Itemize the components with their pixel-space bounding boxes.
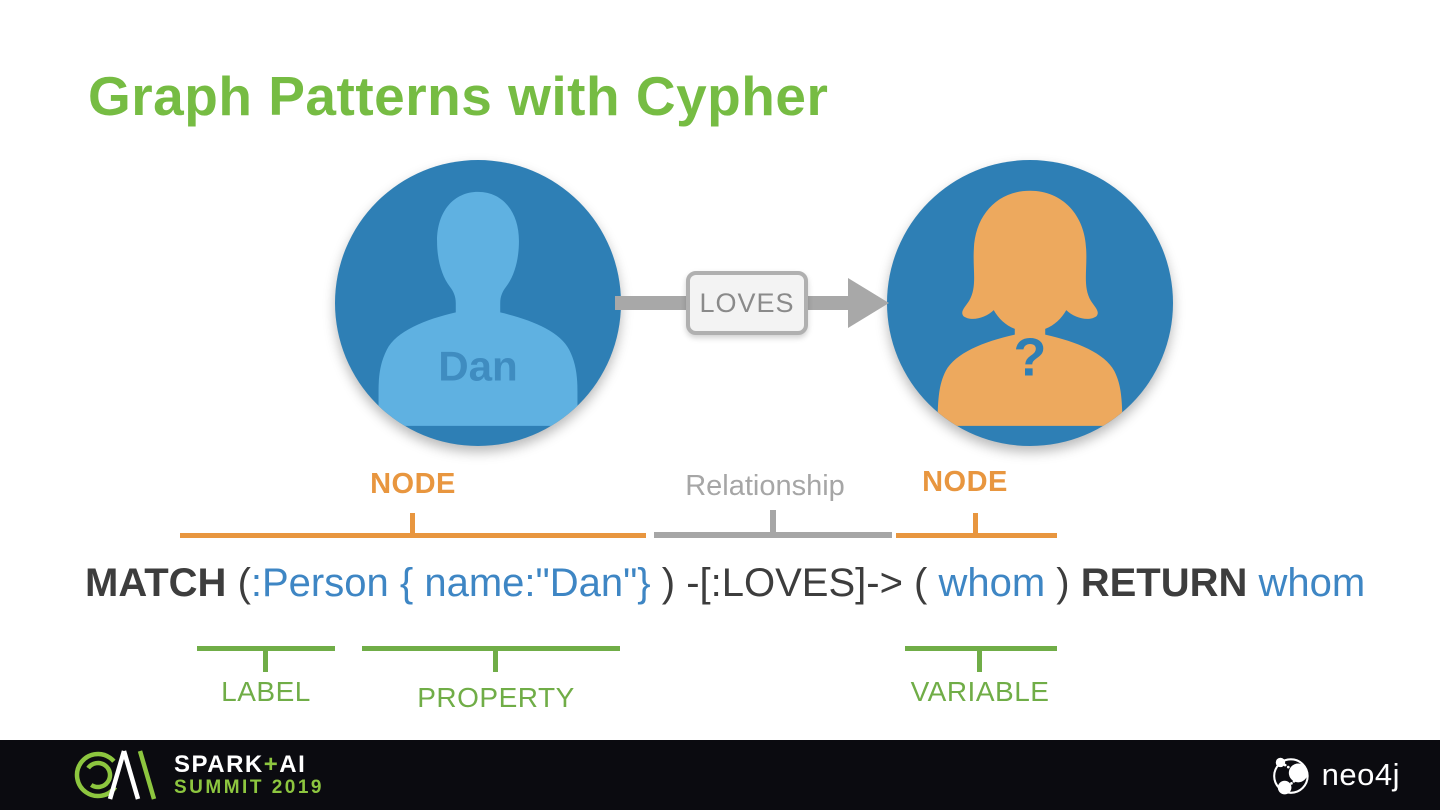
summit-year-line: SUMMIT 2019 [174,776,324,798]
node-bracket-left-tick [410,513,415,533]
left-node-type-label: NODE [370,468,456,500]
node-whom-label: ? [1014,328,1047,388]
female-silhouette-icon: ? [937,190,1123,426]
page-title: Graph Patterns with Cypher [88,65,829,127]
label-bracket [197,646,335,651]
relationship-category-label: Relationship [685,470,845,502]
male-silhouette-icon: Dan [378,191,578,426]
relationship-bracket-tick [770,510,776,532]
variable-bracket-tick [977,650,982,672]
query-space [1247,561,1258,605]
query-variable: whom [938,561,1046,605]
property-bracket-tick [493,650,498,672]
node-bracket-right-tick [973,513,978,533]
spark-ai-summit-wordmark: SPARK+AI SUMMIT 2019 [174,752,324,797]
node-bracket-right [896,533,1057,538]
spark-ai-line: SPARK+AI [174,752,324,777]
node-bracket-left [180,533,646,538]
query-keyword-match: MATCH [85,561,227,605]
label-bracket-tick [263,650,268,672]
relationship-type-badge: LOVES [686,271,808,335]
node-dan-label: Dan [438,342,518,389]
variable-annotation: VARIABLE [910,676,1050,707]
cypher-query: MATCH (:Person { name:"Dan"} ) -[:LOVES]… [85,561,1365,606]
node-whom: ? [887,160,1173,446]
query-paren: ( [226,561,251,605]
right-node-type-label: NODE [922,466,1008,498]
query-return-variable: whom [1258,561,1366,605]
neo4j-logo: neo4j [1270,752,1400,798]
property-bracket [362,646,620,651]
label-annotation: LABEL [221,676,311,707]
node-dan: Dan [335,160,621,446]
spark-word: SPARK [174,751,264,779]
query-label-property: :Person { name:"Dan"} [250,561,651,605]
query-relationship-pattern: ) -[:LOVES]-> ( [650,561,939,605]
relationship-type-label: LOVES [699,287,795,318]
property-annotation: PROPERTY [417,682,575,713]
neo4j-wordmark: neo4j [1321,757,1400,792]
variable-bracket [905,646,1057,651]
ai-word: AI [279,751,307,779]
footer: SPARK+AI SUMMIT 2019 neo4j [0,740,1440,810]
neo4j-logo-icon [1272,757,1309,795]
spark-ai-summit-logo-icon [74,750,157,800]
plus-sign: + [263,751,280,779]
spark-ai-summit-logo: SPARK+AI SUMMIT 2019 [72,748,324,802]
query-paren-close: ) [1045,561,1081,605]
relationship-bracket [654,532,892,538]
query-keyword-return: RETURN [1080,561,1248,605]
